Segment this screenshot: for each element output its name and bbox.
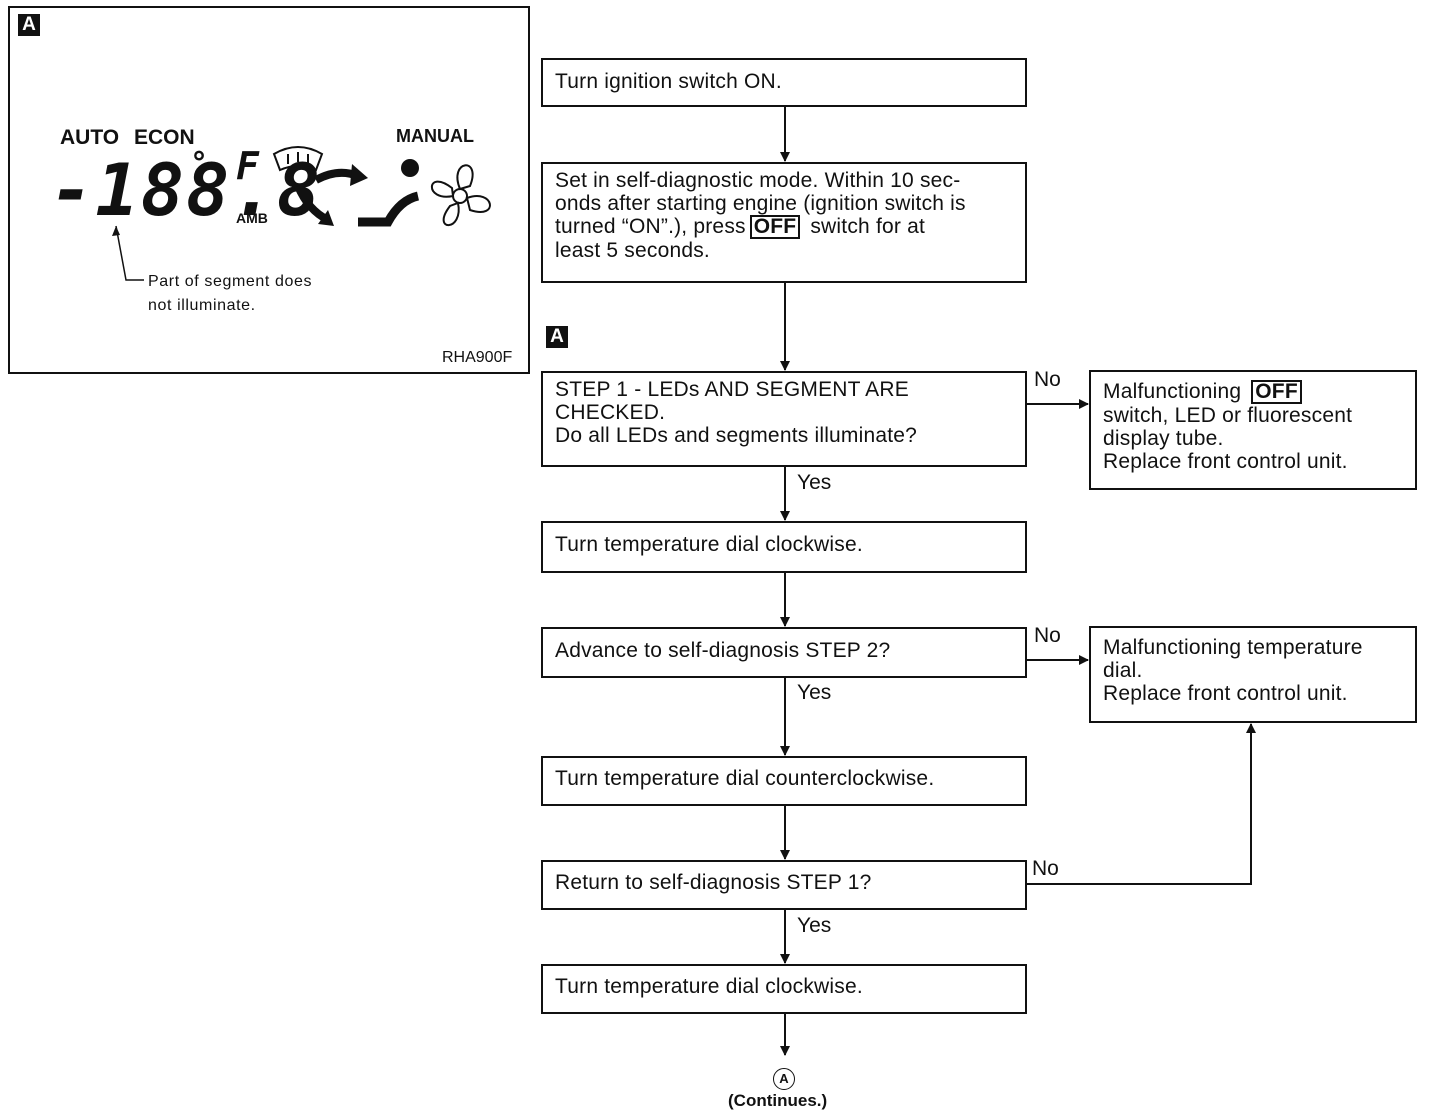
vent-airflow-icon (294, 159, 420, 227)
box-text: Malfunctioning temperature (1103, 636, 1363, 659)
box-turn-dial-clockwise: Turn temperature dial clockwise. (541, 521, 1027, 573)
box-text: Return to self-diagnosis STEP 1? (555, 871, 872, 894)
off-switch-icon: OFF (1251, 380, 1302, 404)
box-result-led-malfunction: Malfunctioning OFF switch, LED or fluore… (1089, 370, 1417, 490)
continuation-circle-a: A (773, 1068, 795, 1090)
box-text: least 5 seconds. (555, 239, 710, 262)
econ-label: ECON (134, 126, 195, 149)
fahrenheit-symbol: F (236, 144, 261, 188)
fan-icon (430, 164, 491, 227)
box-return-step1: Return to self-diagnosis STEP 1? (541, 860, 1027, 910)
arrow-b7-r2 (1026, 723, 1256, 885)
pointer-leader-line (112, 225, 144, 281)
label-yes: Yes (797, 681, 832, 704)
box-text: Set in self-diagnostic mode. Within 10 s… (555, 169, 961, 192)
off-switch-icon: OFF (749, 215, 801, 239)
box-text: Turn ignition switch ON. (555, 70, 782, 93)
box-text: Advance to self-diagnosis STEP 2? (555, 639, 891, 662)
mode-icons (272, 146, 491, 227)
box-text: switch, LED or fluorescent (1103, 404, 1353, 427)
box-text: CHECKED. (555, 401, 666, 424)
box-text: STEP 1 - LEDs AND SEGMENT ARE (555, 378, 909, 401)
box-text: Replace front control unit. (1103, 450, 1348, 473)
box-step1-check: STEP 1 - LEDs AND SEGMENT ARE CHECKED. D… (541, 371, 1027, 467)
note-line-2: not illuminate. (148, 297, 256, 314)
box-text: Turn temperature dial clockwise. (555, 533, 863, 556)
box-result-dial-malfunction: Malfunctioning temperature dial. Replace… (1089, 626, 1417, 723)
box-text: dial. (1103, 659, 1143, 682)
box-turn-dial-clockwise-2: Turn temperature dial clockwise. (541, 964, 1027, 1014)
box-self-diagnostic-mode: Set in self-diagnostic mode. Within 10 s… (541, 162, 1027, 283)
continues-label: (Continues.) (728, 1091, 828, 1110)
box-text: switch for at (810, 215, 925, 238)
display-panel-figure: A AUTO ECON MANUAL -188.8 ° F AMB Part (8, 6, 530, 374)
note-line-1: Part of segment does (148, 273, 313, 290)
auto-label: AUTO (60, 126, 120, 149)
manual-label: MANUAL (396, 126, 474, 146)
label-yes: Yes (797, 471, 832, 494)
degree-symbol: ° (190, 146, 211, 181)
box-text-row: Malfunctioning OFF (1103, 380, 1403, 404)
box-text: Malfunctioning (1103, 380, 1242, 403)
connector-tag: A (546, 326, 568, 348)
defrost-icon (272, 146, 324, 172)
label-no: No (1034, 368, 1061, 391)
box-ignition-on: Turn ignition switch ON. (541, 58, 1027, 107)
box-text: onds after starting engine (ignition swi… (555, 192, 966, 215)
box-turn-dial-counterclockwise: Turn temperature dial counterclockwise. (541, 756, 1027, 806)
box-advance-step2: Advance to self-diagnosis STEP 2? (541, 627, 1027, 678)
box-text: Turn temperature dial counterclockwise. (555, 767, 935, 790)
amb-label: AMB (236, 210, 268, 226)
label-yes: Yes (797, 914, 832, 937)
box-text: display tube. (1103, 427, 1224, 450)
figure-code: RHA900F (442, 349, 513, 366)
segment-display: -188.8 (50, 148, 323, 232)
label-no: No (1034, 624, 1061, 647)
box-text: Do all LEDs and segments illuminate? (555, 424, 918, 447)
box-text: Turn temperature dial clockwise. (555, 975, 863, 998)
panel-tag: A (18, 14, 40, 36)
box-text: turned “ON”.), press (555, 215, 746, 238)
label-no: No (1032, 857, 1059, 880)
box-text: Replace front control unit. (1103, 682, 1348, 705)
